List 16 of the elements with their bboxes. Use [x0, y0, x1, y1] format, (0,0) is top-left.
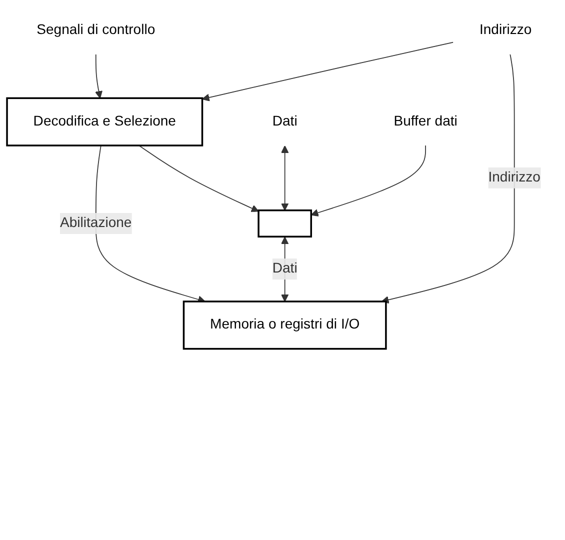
node-text: Buffer dati [394, 114, 458, 129]
node-text: Dati [272, 114, 298, 129]
arrow [381, 54, 515, 304]
edge-label: Dati [272, 261, 298, 276]
edge-label: Indirizzo [488, 170, 540, 185]
node-box [258, 209, 312, 238]
node-box: Memoria o registri di I/O [182, 300, 387, 350]
arrow [138, 145, 259, 212]
arrow [202, 42, 454, 102]
arrow [310, 145, 426, 216]
node-box: Decodifica e Selezione [6, 97, 204, 146]
node-text: Segnali di controllo [36, 22, 156, 38]
arrow [280, 145, 289, 211]
node-text: Indirizzo [479, 22, 532, 38]
edge-label: Abilitazione [60, 216, 132, 230]
arrow [94, 54, 103, 98]
